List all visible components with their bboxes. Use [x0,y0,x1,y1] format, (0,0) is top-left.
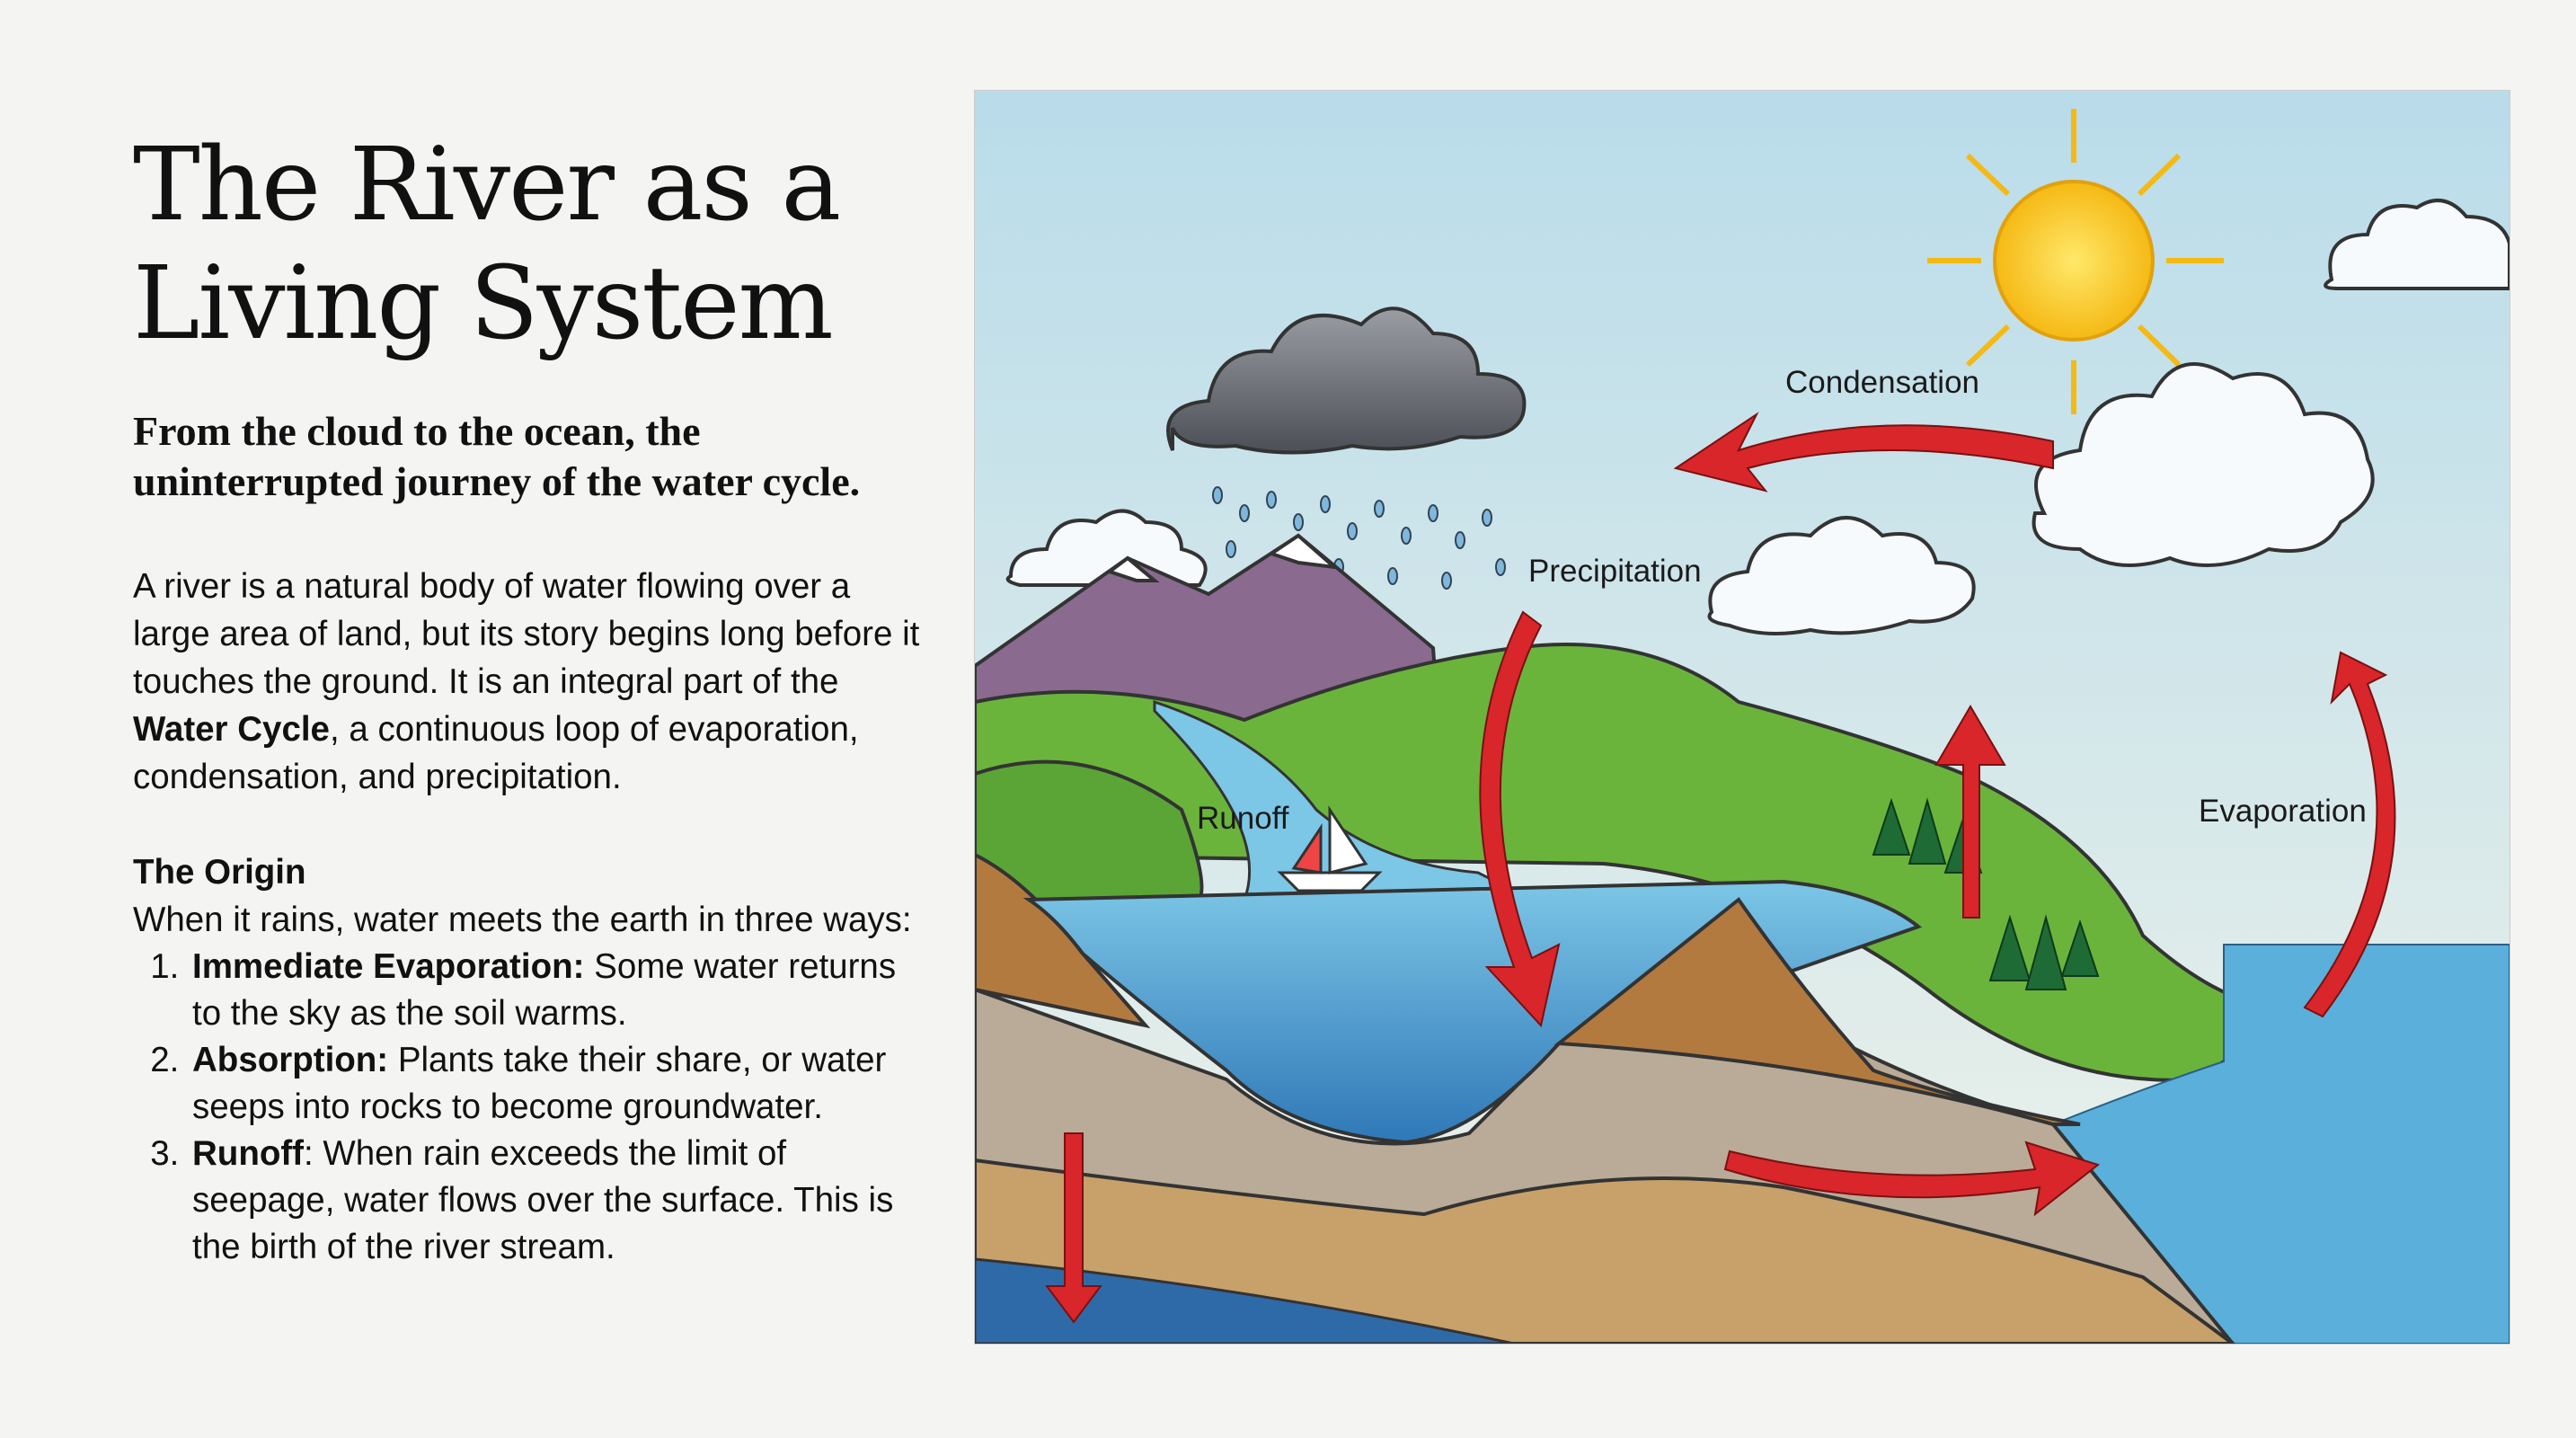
label-condensation: Condensation [1785,365,1979,400]
cycle-arrows [1045,412,2396,1324]
condensation-arrow [1673,412,2054,493]
groundwater [975,1257,1515,1344]
list-item-term: Runoff [192,1134,304,1173]
list-item-text: Plants take their share, or water seeps … [192,1041,887,1126]
water-cycle-illustration: Condensation Precipitation Runoff Evapor… [974,90,2510,1345]
intro-text-end: , a continuous loop of evaporation, cond… [133,710,859,796]
sun-icon [1927,109,2224,414]
list-item-term: Immediate Evaporation: [192,947,585,986]
list-item: Immediate Evaporation: Some water return… [189,944,924,1037]
origin-lead: When it rains, water meets the earth in … [133,901,912,939]
origin-heading: The Origin [133,853,306,892]
plant-evaporation-arrow [1934,705,2006,919]
intro-paragraph: A river is a natural body of water flowi… [133,563,924,801]
river-stream [1153,699,1533,901]
sailboat-icon [1277,805,1383,892]
list-item-text: : When rain exceeds the limit of seepage… [192,1134,894,1266]
groundwater-arrow [1723,1141,2101,1217]
text-column: The River as a Living System From the cl… [133,126,924,1271]
subtitle: From the cloud to the ocean, the uninter… [133,408,861,504]
page-title: The River as a Living System [133,127,841,362]
intro-text: A river is a natural body of water flowi… [133,567,920,701]
list-item: Runoff: When rain exceeds the limit of s… [189,1131,924,1271]
label-precipitation: Precipitation [1528,554,1702,589]
intro-bold-term: Water Cycle [133,710,330,749]
mid-hill [1554,897,2081,1126]
cloud-icon [1005,199,2510,635]
list-item: Absorption: Plants take their share, or … [189,1037,924,1131]
label-runoff: Runoff [1197,801,1289,836]
origin-list: Immediate Evaporation: Some water return… [133,944,924,1271]
list-item-text: Some water returns to the sky as the soi… [192,947,897,1033]
rain-cloud-icon [1166,306,1527,590]
infiltration-arrow [1045,1132,1102,1324]
evaporation-arrow [2303,651,2396,1018]
list-item-term: Absorption: [192,1041,389,1079]
soil-layer [975,1158,2236,1344]
precipitation-arrow [1479,610,1561,1028]
label-evaporation: Evaporation [2199,794,2367,829]
left-hill [975,759,1204,901]
